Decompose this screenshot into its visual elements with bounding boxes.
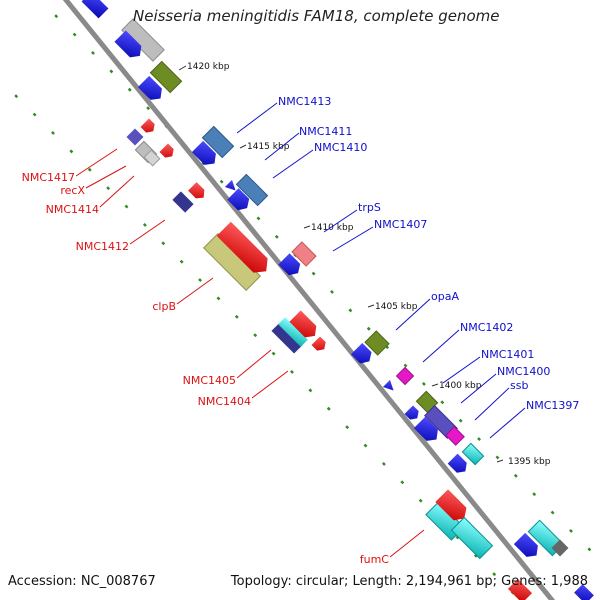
gene-label[interactable]: opaA: [431, 290, 459, 303]
gene-label[interactable]: NMC1414: [46, 203, 99, 216]
gene-feature[interactable]: [551, 539, 569, 557]
gene-feature[interactable]: [224, 179, 239, 194]
gene-label[interactable]: trpS: [358, 201, 381, 214]
gene-feature[interactable]: [311, 336, 329, 354]
gene-label[interactable]: NMC1417: [22, 171, 75, 184]
gene-feature[interactable]: [278, 253, 303, 278]
gene-feature[interactable]: [445, 426, 465, 446]
gene-label[interactable]: NMC1412: [76, 240, 129, 253]
gene-feature[interactable]: [513, 532, 542, 561]
map-title: Neisseria meningitidis FAM18, complete g…: [133, 7, 500, 25]
tick-label: 1420 kbp: [187, 62, 230, 72]
tick-label: 1400 kbp: [439, 381, 482, 391]
gene-feature[interactable]: [172, 191, 194, 213]
gene-feature[interactable]: [114, 30, 145, 61]
gene-features-reverse: [126, 118, 533, 600]
gene-feature[interactable]: [413, 416, 442, 445]
tick-label: 1410 kbp: [311, 223, 354, 233]
gene-feature[interactable]: [140, 118, 158, 136]
gene-feature[interactable]: [227, 188, 252, 213]
gene-label[interactable]: ssb: [510, 379, 528, 392]
gene-label[interactable]: NMC1404: [198, 395, 251, 408]
gene-label[interactable]: NMC1402: [460, 321, 513, 334]
gene-feature[interactable]: [278, 317, 308, 347]
tick-label: 1405 kbp: [375, 302, 418, 312]
gene-label[interactable]: NMC1411: [299, 125, 352, 138]
gene-label[interactable]: fumC: [360, 553, 390, 566]
gene-feature[interactable]: [395, 366, 415, 386]
gene-feature[interactable]: [159, 143, 177, 161]
genome-backbone: [62, 0, 556, 600]
gene-feature[interactable]: [461, 442, 485, 466]
gene-label[interactable]: NMC1405: [183, 374, 236, 387]
gene-feature[interactable]: [188, 182, 208, 202]
gene-labels-right: NMC1413 NMC1411 NMC1410 trpS NMC1407 opa…: [236, 95, 579, 439]
gene-feature[interactable]: [271, 322, 303, 354]
gene-label[interactable]: clpB: [152, 300, 176, 313]
tick-label: 1395 kbp: [508, 457, 551, 467]
accession-text: Accession: NC_008767: [8, 574, 156, 589]
gene-feature[interactable]: [450, 516, 494, 560]
gene-feature[interactable]: [382, 379, 397, 394]
gene-feature[interactable]: [149, 60, 183, 94]
gene-feature[interactable]: [143, 149, 161, 167]
gene-feature[interactable]: [350, 342, 375, 367]
gene-label[interactable]: recX: [60, 184, 85, 197]
gene-feature[interactable]: [137, 75, 166, 104]
gene-label[interactable]: NMC1410: [314, 141, 367, 154]
gene-label[interactable]: NMC1401: [481, 348, 534, 361]
gene-feature[interactable]: [126, 128, 144, 146]
gene-feature[interactable]: [507, 578, 533, 600]
gene-feature[interactable]: [191, 140, 220, 169]
ruler-line-outer: [38, 0, 600, 562]
gene-feature[interactable]: [81, 0, 109, 19]
gene-feature[interactable]: [404, 405, 422, 423]
gene-feature[interactable]: [435, 489, 470, 524]
gene-feature[interactable]: [235, 173, 269, 207]
kbp-ticks: 1420 kbp 1415 kbp 1410 kbp 1405 kbp 1400…: [178, 62, 551, 467]
gene-label[interactable]: NMC1413: [278, 95, 331, 108]
tick-label: 1415 kbp: [247, 142, 290, 152]
gene-label[interactable]: NMC1397: [526, 399, 579, 412]
gene-labels-left: NMC1417 recX NMC1414 NMC1412 clpB NMC140…: [22, 148, 425, 566]
gene-label[interactable]: NMC1400: [497, 365, 550, 378]
gene-feature[interactable]: [364, 330, 390, 356]
gene-feature[interactable]: [291, 241, 317, 267]
gene-feature[interactable]: [447, 453, 471, 477]
gene-feature[interactable]: [216, 221, 274, 279]
gene-feature[interactable]: [289, 310, 320, 341]
gene-label[interactable]: NMC1407: [374, 218, 427, 231]
gene-features-forward: [81, 0, 594, 600]
gene-feature[interactable]: [574, 584, 594, 600]
genome-summary-text: Topology: circular; Length: 2,194,961 bp…: [230, 574, 588, 589]
gene-feature[interactable]: [201, 125, 235, 159]
